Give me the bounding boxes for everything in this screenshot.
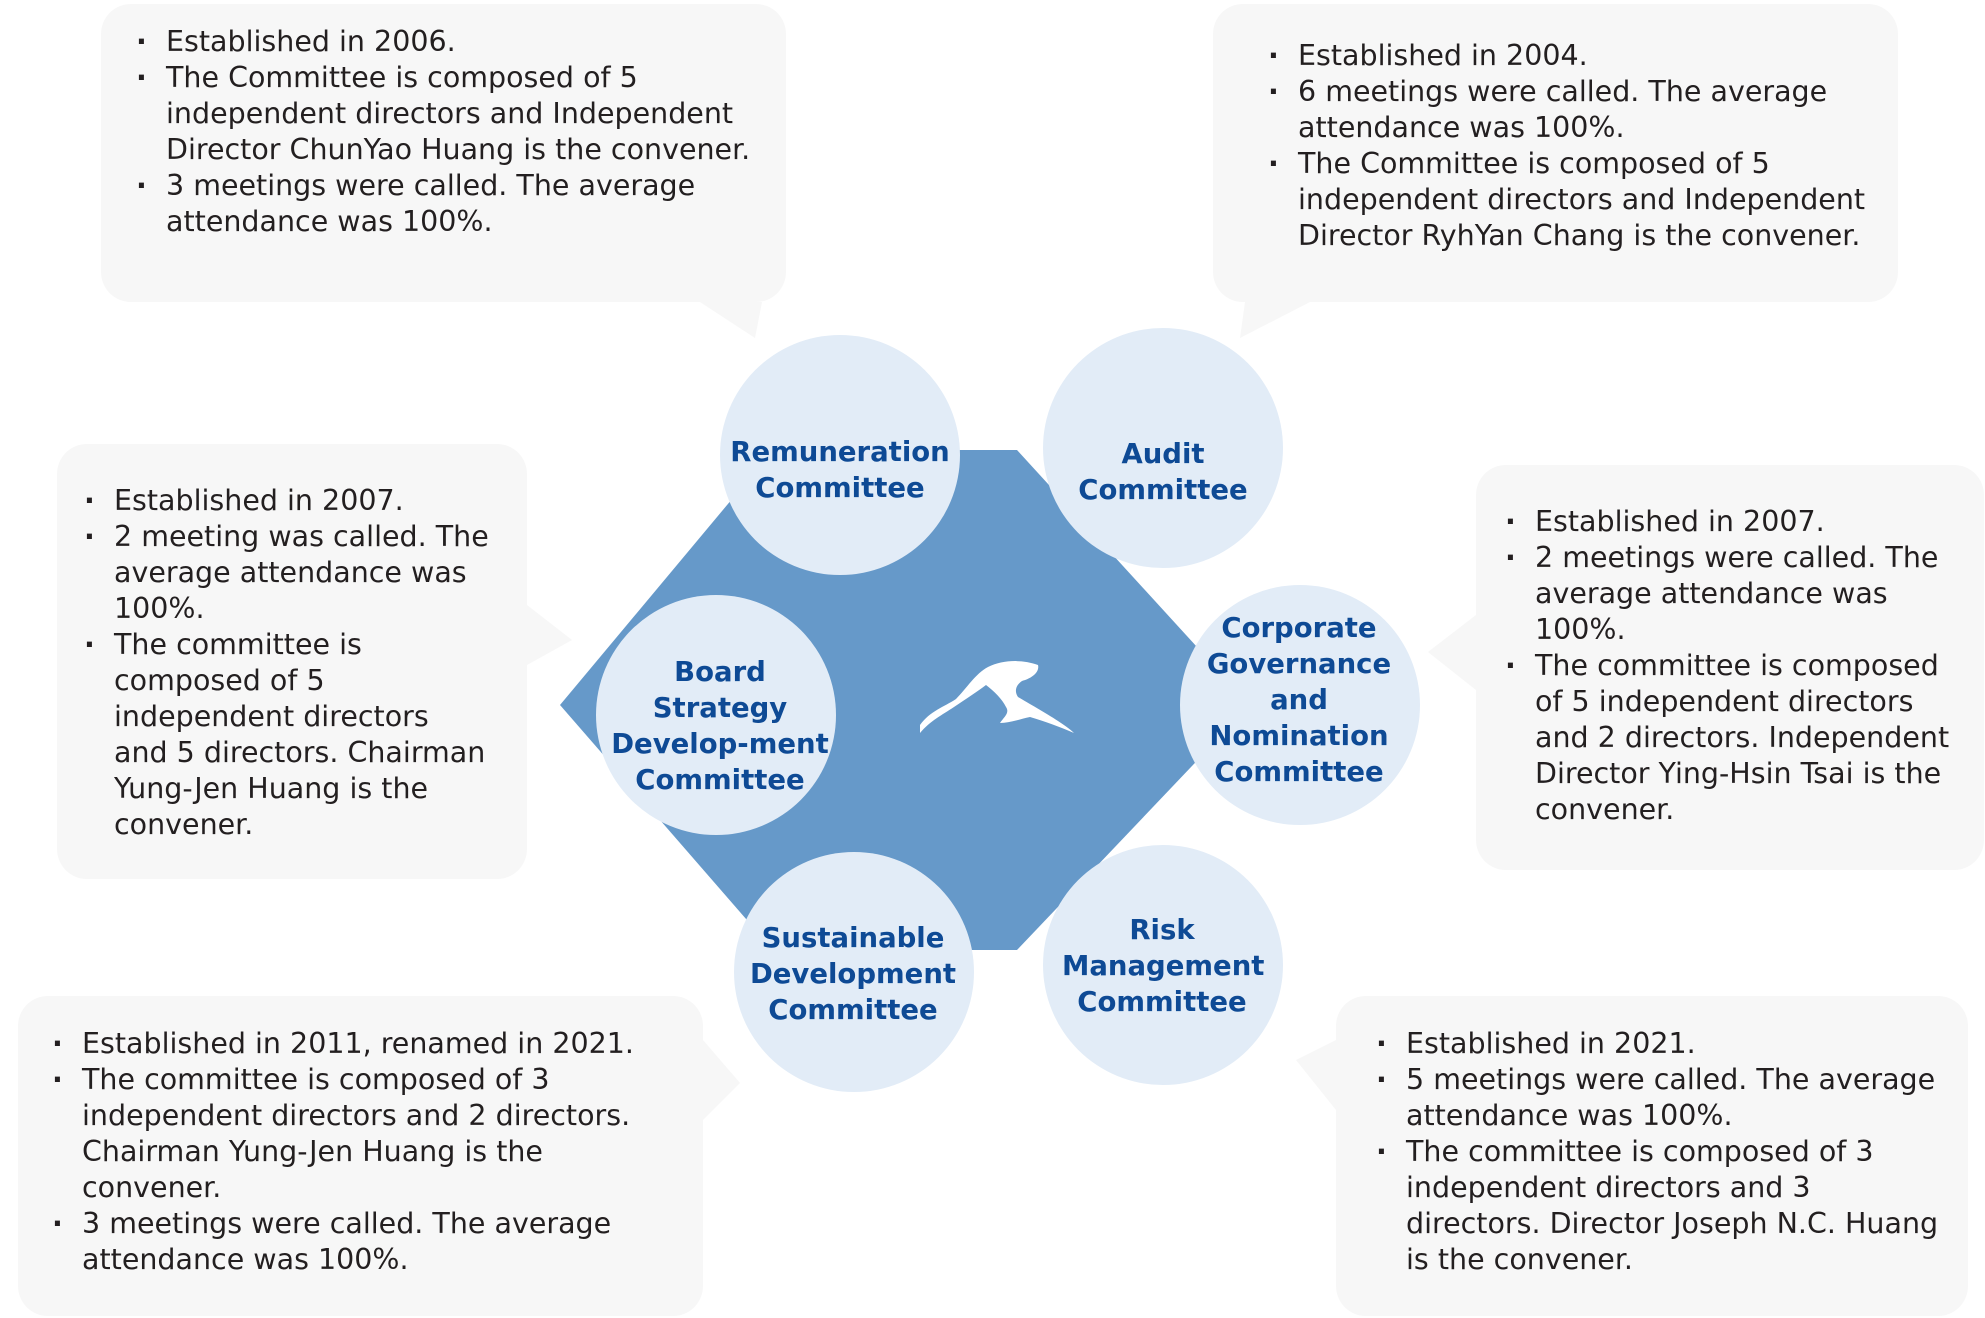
detail-item: 2 meetings were called. The average atte… xyxy=(1505,540,1955,648)
detail-item: 3 meetings were called. The average atte… xyxy=(136,168,751,240)
detail-item: Established in 2007. xyxy=(1505,504,1955,540)
callout-remuneration: Established in 2006. The Committee is co… xyxy=(136,24,751,240)
detail-item: Established in 2007. xyxy=(84,483,489,519)
detail-item: 5 meetings were called. The average atte… xyxy=(1376,1062,1946,1134)
bird-logo-icon xyxy=(920,661,1074,733)
committee-name-audit: Audit Committee xyxy=(1078,438,1248,506)
committee-name-board-strategy: Board Strategy Develop-ment Committee xyxy=(611,656,829,796)
committee-circle-risk-management xyxy=(1043,845,1283,1085)
committee-name-sustainable-development: Sustainable Development Committee xyxy=(749,922,957,1026)
detail-item: Established in 2021. xyxy=(1376,1026,1946,1062)
detail-item: 3 meetings were called. The average atte… xyxy=(52,1206,664,1278)
detail-item: The committee is composed of 5 independe… xyxy=(84,627,489,843)
committee-circle-remuneration xyxy=(720,335,960,575)
detail-item: 2 meeting was called. The average attend… xyxy=(84,519,489,627)
callout-audit: Established in 2004. 6 meetings were cal… xyxy=(1268,38,1898,254)
committee-name-remuneration: Remuneration Committee xyxy=(730,436,950,504)
detail-item: The committee is composed of 3 independe… xyxy=(52,1062,664,1206)
callout-board-strategy: Established in 2007. 2 meeting was calle… xyxy=(84,483,489,843)
detail-item: Established in 2004. xyxy=(1268,38,1898,74)
callout-pointer xyxy=(1428,615,1476,690)
detail-item: Established in 2011, renamed in 2021. xyxy=(52,1026,664,1062)
detail-item: The Committee is composed of 5 independe… xyxy=(136,60,751,168)
callout-pointer xyxy=(1240,302,1310,338)
committee-name-risk-management: Risk Management Committee xyxy=(1062,914,1265,1018)
detail-item: Established in 2006. xyxy=(136,24,751,60)
committee-circle-corporate-governance xyxy=(1180,585,1420,825)
callout-risk-management: Established in 2021. 5 meetings were cal… xyxy=(1376,1026,1946,1278)
detail-item: 6 meetings were called. The average atte… xyxy=(1268,74,1898,146)
detail-item: The Committee is composed of 5 independe… xyxy=(1268,146,1898,254)
callout-pointer xyxy=(703,1040,740,1120)
committee-circle-board-strategy xyxy=(596,595,836,835)
detail-item: The committee is composed of 3 independe… xyxy=(1376,1134,1946,1278)
callout-pointer xyxy=(1296,1040,1336,1110)
callout-pointer xyxy=(527,605,572,665)
committee-circle-sustainable-development xyxy=(734,852,974,1092)
callout-sustainable-development: Established in 2011, renamed in 2021. Th… xyxy=(52,1026,664,1278)
detail-item: The committee is composed of 5 independe… xyxy=(1505,648,1955,828)
callout-corporate-governance: Established in 2007. 2 meetings were cal… xyxy=(1505,504,1955,828)
committee-name-corporate-governance: Corporate Governance and Nomination Comm… xyxy=(1206,612,1392,788)
committee-circle-audit xyxy=(1043,328,1283,568)
committee-circles xyxy=(596,328,1420,1092)
callout-pointer xyxy=(700,302,762,338)
